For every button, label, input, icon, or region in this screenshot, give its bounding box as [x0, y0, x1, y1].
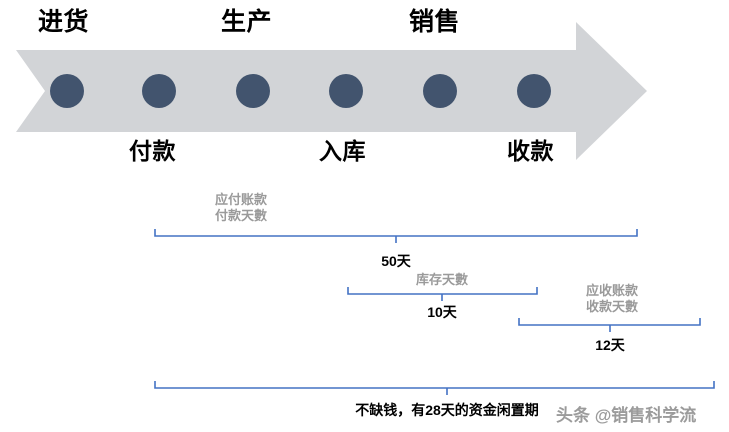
bracket-inventory-days: 10天 [427, 304, 457, 320]
summary-text: 不缺钱，有28天的资金闲置期 [355, 402, 539, 418]
watermark: 头条 @销售科学流 [556, 406, 697, 425]
stage-label-payment: 付款 [129, 138, 176, 164]
milestone-node-4 [329, 74, 363, 108]
bracket-receivable-days: 12天 [595, 337, 625, 353]
milestone-node-2 [142, 74, 176, 108]
bracket-payable-title-line1: 应付账款 [215, 192, 268, 207]
bracket-receivable [518, 318, 701, 332]
bracket-payable [154, 229, 638, 243]
bracket-payable-path [154, 229, 638, 237]
bracket-inventory-path [347, 287, 538, 295]
stage-label-warehousing: 入库 [319, 138, 366, 164]
bracket-receivable-title-line2: 收款天數 [585, 299, 639, 314]
bracket-summary [154, 381, 715, 395]
bracket-inventory-title: 库存天數 [415, 272, 469, 287]
stage-label-production: 生产 [221, 8, 273, 36]
stage-label-sales: 销售 [409, 8, 461, 36]
bracket-receivable-title-line1: 应收账款 [585, 283, 639, 298]
milestone-node-6 [517, 74, 551, 108]
bracket-payable-title-line2: 付款天數 [215, 208, 268, 223]
milestone-node-1 [50, 74, 84, 108]
arrow-node-group [50, 74, 551, 108]
bracket-inventory [347, 287, 538, 301]
bracket-receivable-path [518, 318, 701, 326]
milestone-node-5 [423, 74, 457, 108]
stage-label-collection: 收款 [507, 138, 554, 164]
stage-label-purchase: 进货 [38, 8, 90, 36]
milestone-node-3 [236, 74, 270, 108]
bracket-summary-path [154, 381, 715, 389]
bracket-payable-days: 50天 [381, 253, 411, 269]
